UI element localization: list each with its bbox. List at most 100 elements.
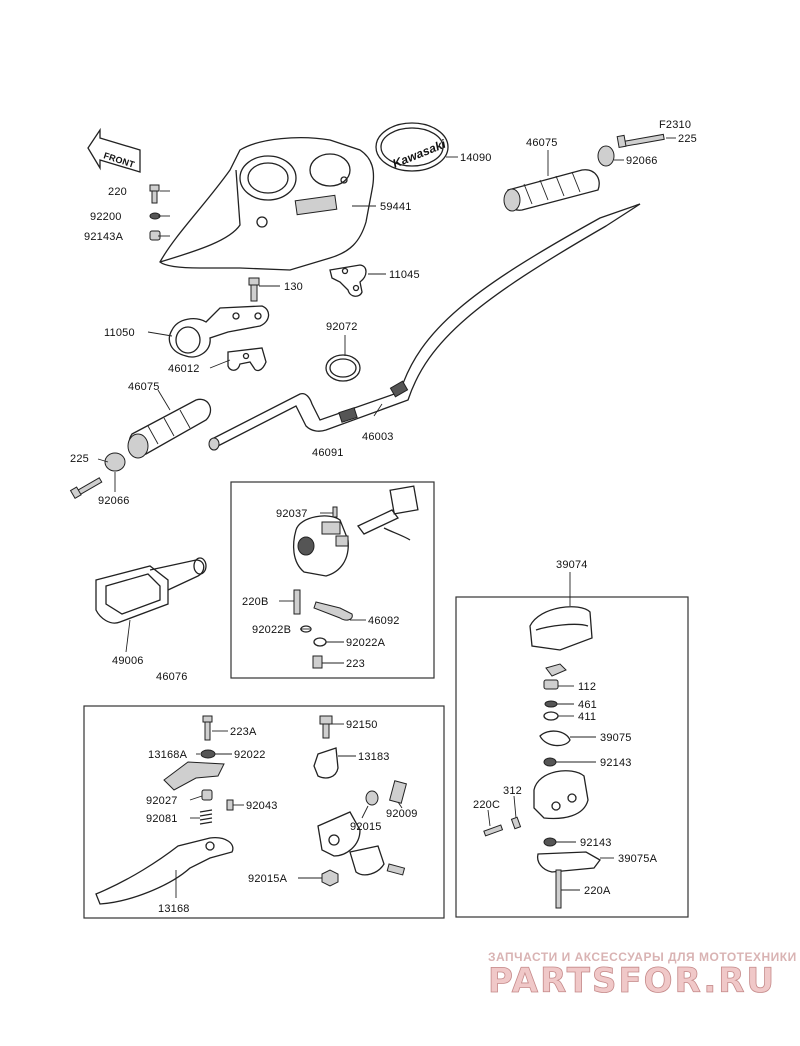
label-223A: 223A	[230, 726, 257, 738]
watermark-tagline: ЗАПЧАСТИ И АКСЕССУАРЫ ДЛЯ МОТОТЕХНИКИ	[488, 950, 797, 964]
label-223: 223	[346, 658, 365, 670]
label-225-left: 225	[70, 453, 89, 465]
washer-411-part	[543, 711, 559, 721]
washer-92022-part	[200, 749, 216, 759]
watermark-brand: PARTSFOR.RU	[488, 961, 776, 1001]
label-49006: 49006	[112, 655, 144, 667]
label-92009: 92009	[386, 808, 418, 820]
label-112: 112	[578, 681, 596, 693]
lever-46092-part	[313, 601, 353, 621]
plate-39075-part	[539, 730, 571, 747]
label-461: 461	[578, 699, 597, 711]
label-92072: 92072	[326, 321, 358, 333]
screw-223A-part	[202, 715, 213, 741]
label-46003: 46003	[362, 431, 394, 443]
switch-assembly-frame	[230, 481, 435, 679]
lever-assembly-frame	[83, 705, 445, 919]
figure-code: F2310	[659, 119, 691, 131]
label-411: 411	[578, 711, 596, 723]
front-arrow-icon: FRONT	[87, 127, 141, 173]
label-39075A: 39075A	[618, 853, 658, 865]
label-92027: 92027	[146, 795, 178, 807]
pin-92027-part	[201, 789, 213, 801]
screw-220A-part	[555, 869, 562, 909]
left-switch-part	[292, 485, 419, 577]
washer-92022A-part	[313, 637, 327, 647]
label-39074: 39074	[556, 559, 588, 571]
grip-cap-left-part	[104, 452, 126, 472]
label-46075-left: 46075	[128, 381, 160, 393]
left-grip-part	[127, 398, 212, 459]
label-46012: 46012	[168, 363, 200, 375]
screw-225-top-part	[616, 133, 665, 149]
collar-92143A-part	[149, 230, 161, 241]
collar-92143-part	[543, 757, 557, 767]
label-13168A: 13168A	[148, 749, 188, 761]
washer-461-part	[544, 700, 558, 708]
bracket-11045-part	[329, 264, 367, 297]
screw-225-left-part	[69, 477, 103, 500]
nut-92015A-part	[321, 869, 339, 887]
label-92081: 92081	[146, 813, 178, 825]
screw-312-part	[510, 816, 522, 830]
spring-92081-part	[199, 809, 213, 825]
label-92037: 92037	[276, 508, 308, 520]
label-220B: 220B	[242, 596, 269, 608]
label-220A: 220A	[584, 885, 611, 897]
label-92143: 92143	[600, 757, 632, 769]
label-92143A: 92143A	[84, 231, 124, 243]
label-59441: 59441	[380, 201, 412, 213]
perch-92015-part	[317, 811, 361, 857]
label-92043: 92043	[246, 800, 278, 812]
label-92022A: 92022A	[346, 637, 386, 649]
grip-cap-top-part	[597, 145, 615, 167]
kawasaki-emblem-part: Kawasaki	[375, 122, 449, 172]
screw-220C-part	[483, 824, 504, 837]
label-92066-left: 92066	[98, 495, 130, 507]
label-130: 130	[284, 281, 303, 293]
label-225-top: 225	[678, 133, 697, 145]
label-13168: 13168	[158, 903, 190, 915]
bracket-13183-part	[313, 747, 339, 779]
pin-92043-part	[226, 799, 234, 811]
label-39075: 39075	[600, 732, 632, 744]
label-92022B: 92022B	[252, 624, 291, 636]
bolt-92150-part	[319, 715, 333, 739]
screw-220B-part	[293, 589, 301, 615]
adjuster-92009-part	[389, 780, 407, 804]
clamp-lever-part	[349, 845, 406, 876]
label-11045: 11045	[389, 269, 420, 281]
label-312: 312	[503, 785, 522, 797]
label-92022: 92022	[234, 749, 266, 761]
label-92015: 92015	[350, 821, 382, 833]
label-92066-top: 92066	[626, 155, 658, 167]
clamp-92072-part	[325, 354, 361, 382]
label-46092: 46092	[368, 615, 400, 627]
throttle-cover-part	[529, 606, 593, 651]
leader-lines	[97, 137, 676, 898]
label-13183: 13183	[358, 751, 390, 763]
label-46076: 46076	[156, 671, 188, 683]
screw-112-part	[543, 679, 559, 690]
label-220C: 220C	[473, 799, 500, 811]
clutch-lever-part	[95, 837, 234, 905]
hand-guard-part	[95, 557, 207, 624]
handlebar-holder-part	[227, 347, 267, 372]
bolt-130-part	[248, 277, 260, 302]
right-grip-part	[503, 169, 600, 212]
screw-223-part	[312, 655, 323, 669]
screw-92037-part	[332, 506, 338, 518]
throttle-assembly-frame	[455, 596, 689, 918]
part-labels: F2310 220 92200 92143A 59441 14090 46075…	[70, 119, 697, 915]
label-92150: 92150	[346, 719, 378, 731]
bushing-92015-part	[365, 790, 379, 806]
meter-bracket-part	[168, 305, 270, 358]
label-92015A: 92015A	[248, 873, 288, 885]
bolt-220-part	[149, 184, 160, 204]
plate-13168A-part	[163, 761, 225, 791]
handlebar-part	[208, 203, 641, 451]
throttle-housing-part	[533, 770, 589, 820]
label-11050: 11050	[104, 327, 135, 339]
